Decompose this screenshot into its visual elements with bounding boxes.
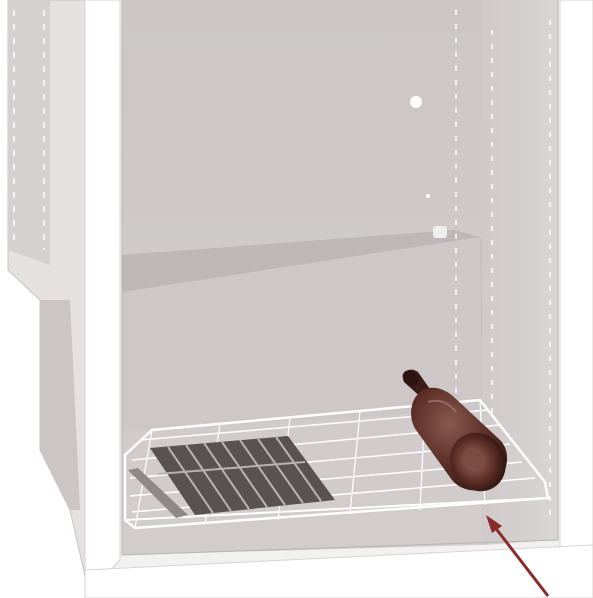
mounting-hole — [426, 194, 430, 198]
cabinet-shell — [8, 0, 90, 598]
drain-fitting — [433, 226, 447, 238]
mounting-hole — [410, 96, 422, 108]
